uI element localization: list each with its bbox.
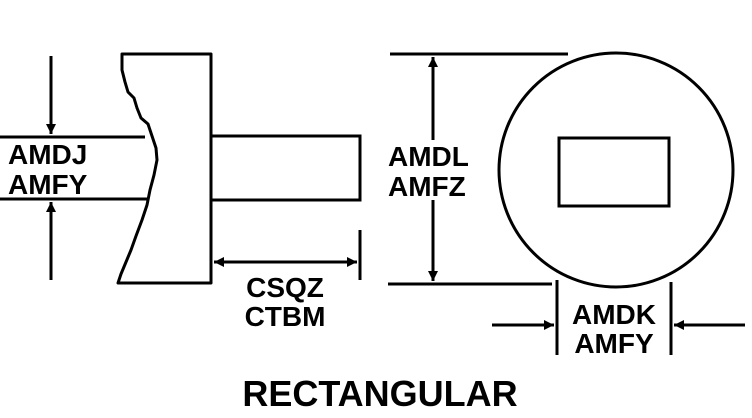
head-height-label-1: AMDL <box>388 141 469 172</box>
head-body <box>116 52 213 285</box>
shank-side-view <box>209 134 362 202</box>
shank-length-label-1: CSQZ <box>246 272 324 303</box>
end-width-label-1: AMDK <box>572 299 656 330</box>
end-width-label-2: AMFY <box>574 328 654 359</box>
head-end-view-circle <box>497 51 735 289</box>
shank-thickness-label-2: AMFY <box>8 169 88 200</box>
shank-thickness-label-1: AMDJ <box>8 139 87 170</box>
head-height-label-2: AMFZ <box>388 171 466 202</box>
shank-end-view-rectangle <box>557 136 671 208</box>
shank-length-label-2: CTBM <box>245 301 326 332</box>
diagram-title: RECTANGULAR <box>242 373 517 414</box>
